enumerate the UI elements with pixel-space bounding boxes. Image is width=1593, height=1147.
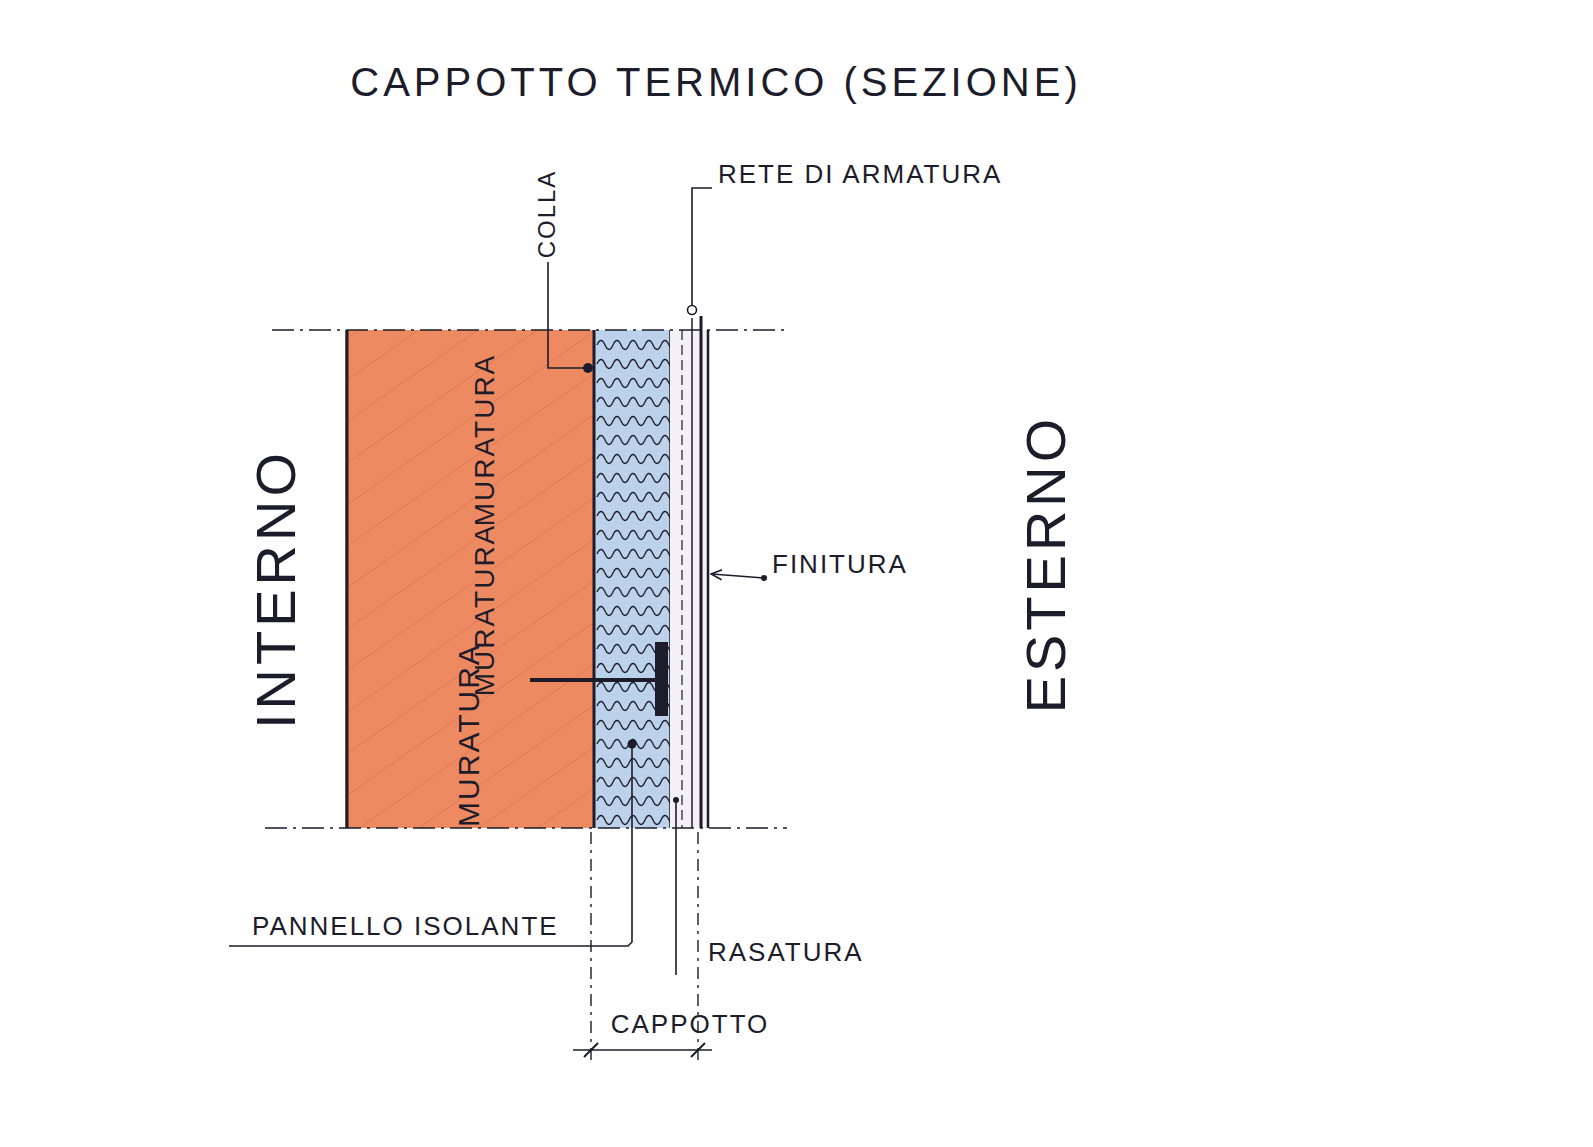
dimension-tick xyxy=(691,1043,705,1057)
callout-label: COLLA xyxy=(535,170,559,259)
insulation-wave xyxy=(597,626,677,635)
leader-line xyxy=(229,748,632,946)
insulation-wave xyxy=(597,493,677,502)
masonry-wall: MURATURAMURATURAMURATURA xyxy=(345,330,594,828)
insulation-wave xyxy=(597,341,677,350)
dimension-tick xyxy=(584,1043,598,1057)
insulation-wave xyxy=(597,588,677,597)
insulation-wave xyxy=(597,721,677,730)
section-limit xyxy=(272,329,790,331)
insulation-wave xyxy=(597,360,677,369)
insulation-waves xyxy=(597,341,677,825)
insulation-wave xyxy=(597,512,677,521)
leader-arrow xyxy=(712,574,764,578)
masonry-hatch xyxy=(345,330,594,828)
insulation-wave xyxy=(597,379,677,388)
dimension-label: CAPPOTTO xyxy=(611,1011,770,1037)
dowel-shaft xyxy=(530,678,660,682)
insulation-wave xyxy=(597,607,677,616)
leader-line xyxy=(692,188,712,308)
section-limit xyxy=(265,827,787,829)
insulation-wave xyxy=(597,569,677,578)
insulation-wave xyxy=(597,417,677,426)
insulation-wave xyxy=(597,531,677,540)
dimension-extension xyxy=(590,832,591,1062)
mesh-line xyxy=(691,318,693,828)
leader-dot xyxy=(673,797,679,803)
leader-dot xyxy=(628,740,637,749)
finish-line xyxy=(707,330,710,828)
insulation-wave xyxy=(597,436,677,445)
side-label: INTERNO xyxy=(248,449,304,729)
wall-label: MURATURA xyxy=(454,643,484,827)
callout-label: FINITURA xyxy=(772,551,908,577)
insulation-wave xyxy=(597,797,677,806)
dimension-line xyxy=(573,1049,712,1051)
callout-label: PANNELLO ISOLANTE xyxy=(252,913,559,939)
leader-line xyxy=(675,800,677,975)
insulation-wave xyxy=(597,398,677,407)
dowel-plate xyxy=(655,642,668,716)
leader-line xyxy=(548,262,586,368)
insulation-wave xyxy=(597,455,677,464)
finish-line xyxy=(700,316,703,828)
insulation-wave xyxy=(597,474,677,483)
glue-line xyxy=(593,330,596,828)
mesh-line xyxy=(681,330,682,828)
drawing-title: CAPPOTTO TERMICO (SEZIONE) xyxy=(350,62,1081,102)
insulation-wave xyxy=(597,740,677,749)
masonry-fill xyxy=(345,330,594,828)
wall-inner-face xyxy=(346,330,349,828)
insulation-wave xyxy=(597,550,677,559)
insulation-wave xyxy=(597,816,677,825)
leader-dot xyxy=(583,363,593,373)
insulation-wave xyxy=(597,778,677,787)
insulation-wave xyxy=(597,759,677,768)
side-label: ESTERNO xyxy=(1018,415,1074,714)
wall-label: MURATURA xyxy=(471,354,499,527)
callout-label: RASATURA xyxy=(708,939,864,965)
callout-label: RETE DI ARMATURA xyxy=(718,161,1002,187)
leader-dot xyxy=(688,306,697,315)
